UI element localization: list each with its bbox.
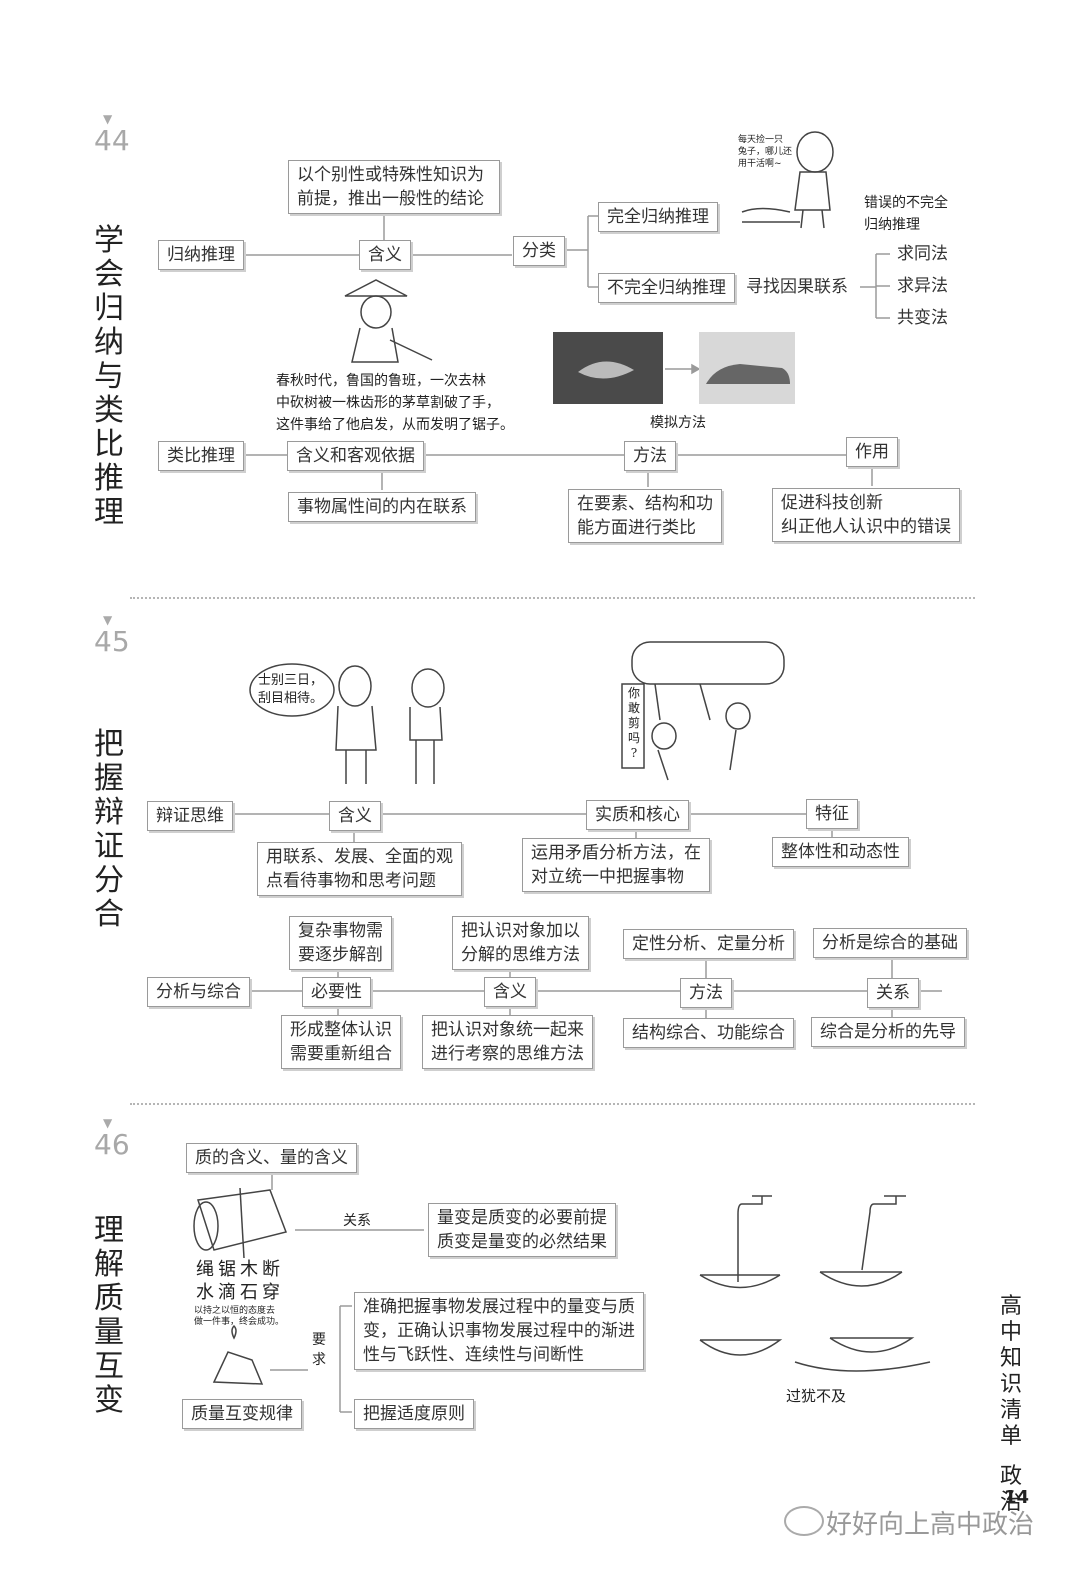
analysis-synthesis-node: 分析与综合: [147, 977, 250, 1007]
incomplete-induction-node: 不完全归纳推理: [598, 273, 735, 303]
analogy-method-text: 在要素、结构和功能方面进行类比: [568, 489, 722, 543]
method-agreement: 求同法: [897, 242, 948, 266]
qualitative-quantitative-law-node: 质量互变规律: [182, 1399, 302, 1429]
analogy-effect-text: 促进科技创新纠正他人认识中的错误: [772, 488, 960, 542]
necessity-top-text: 复杂事物需要逐步解剖: [289, 916, 392, 970]
method-top-text: 定性分析、定量分析: [623, 929, 794, 959]
simulation-caption: 模拟方法: [650, 412, 706, 434]
relation-label: 关系: [343, 1210, 371, 1232]
inductive-meaning-text: 以个别性或特殊性知识为前提，推出一般性的结论: [288, 160, 500, 214]
inductive-meaning-node: 含义: [359, 240, 411, 270]
sidebar-label: 高中知识清单 政治: [996, 1294, 1026, 1516]
method-concomitant: 共变法: [897, 306, 948, 330]
section-divider: [130, 597, 975, 599]
meaning2-node: 含义: [484, 977, 536, 1007]
speech-bubble: 士别三日，刮目相待。: [258, 672, 323, 708]
relation-top-text: 分析是综合的基础: [813, 928, 967, 958]
feature-node: 特征: [806, 799, 858, 829]
essence-text: 运用矛盾分析方法，在对立统一中把握事物: [522, 838, 710, 892]
watermark: 好好向上高中政治: [826, 1504, 1034, 1541]
find-cause-label: 寻找因果联系: [746, 275, 848, 299]
meaning2-bottom-text: 把认识对象统一起来进行考察的思维方法: [422, 1015, 593, 1069]
classify-node: 分类: [513, 236, 565, 266]
essence-node: 实质和核心: [586, 800, 689, 830]
dialectic-meaning-text: 用联系、发展、全面的观点看待事物和思考问题: [257, 842, 462, 896]
feature-text: 整体性和动态性: [772, 837, 909, 867]
analogy-method-node: 方法: [624, 441, 676, 471]
analogy-meaning-node: 含义和客观依据: [287, 441, 424, 471]
complete-induction-node: 完全归纳推理: [598, 202, 718, 232]
analogy-effect-node: 作用: [846, 437, 898, 467]
section-title: 学会归纳与类比推理: [92, 224, 126, 530]
meaning2-top-text: 把认识对象加以分解的思维方法: [452, 916, 589, 970]
require-label: 要求: [312, 1330, 328, 1370]
necessity-node: 必要性: [302, 977, 371, 1007]
analogy-reasoning-node: 类比推理: [158, 441, 244, 471]
inductive-reasoning-node: 归纳推理: [158, 240, 244, 270]
section-number: 46: [94, 1128, 130, 1161]
definition-node: 质的含义、量的含义: [186, 1143, 357, 1173]
analogy-meaning-text: 事物属性间的内在联系: [288, 492, 476, 522]
section-title: 把握辩证分合: [92, 728, 126, 932]
method-difference: 求异法: [897, 274, 948, 298]
wrong-induction-caption: 错误的不完全归纳推理: [864, 192, 948, 236]
dialectic-meaning-node: 含义: [329, 801, 381, 831]
proverb: 绳锯木断水滴石穿: [196, 1258, 284, 1304]
require-text: 准确把握事物发展过程中的量变与质变，正确认识事物发展过程中的渐进性与飞跃性、连续…: [354, 1292, 644, 1370]
section-number: 45: [94, 625, 130, 658]
rabbit-bubble: 每天捡一只兔子，哪儿还用干活啊~: [738, 134, 792, 170]
luban-caption: 春秋时代，鲁国的鲁班，一次去林中砍树被一株齿形的茅草割破了手，这件事给了他启发，…: [276, 370, 514, 436]
wechat-icon: [784, 1506, 824, 1536]
moderation-node: 把握适度原则: [354, 1399, 474, 1429]
dialectic-thinking-node: 辩证思维: [147, 801, 233, 831]
overdo-caption: 过犹不及: [786, 1385, 846, 1407]
sketches: [194, 132, 930, 1384]
proverb-note: 以持之以恒的态度去做一件事，终会成功。: [194, 1306, 284, 1328]
necessity-bottom-text: 形成整体认识需要重新组合: [281, 1015, 401, 1069]
section-title: 理解质量互变: [92, 1214, 126, 1418]
relation-bottom-text: 综合是分析的先导: [811, 1017, 965, 1047]
method-bottom-text: 结构综合、功能综合: [623, 1018, 794, 1048]
relation-text: 量变是质变的必要前提质变是量变的必然结果: [428, 1203, 616, 1257]
section-divider: [130, 1103, 975, 1105]
method-node: 方法: [680, 978, 732, 1008]
scissor-bubble: 你敢剪吗?: [626, 686, 642, 761]
relation-node: 关系: [867, 978, 919, 1008]
section-number: 44: [94, 124, 130, 157]
